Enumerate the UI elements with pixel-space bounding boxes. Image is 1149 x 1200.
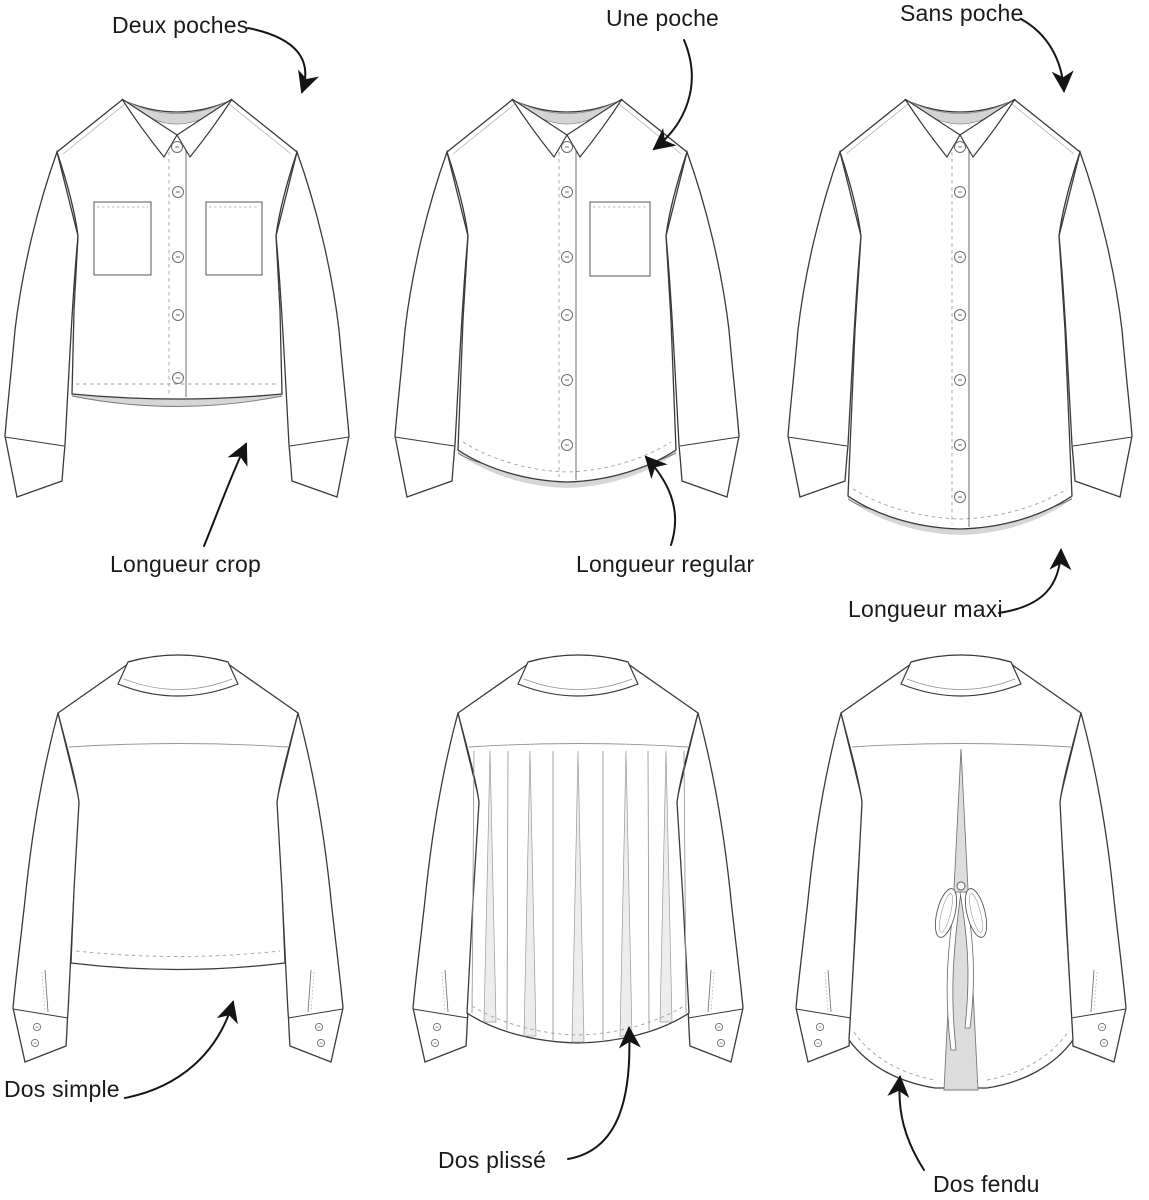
shirt-back-split-tie [796,655,1126,1091]
shirt-front-regular-one-pocket [394,99,740,498]
label-dos-fendu: Dos fendu [933,1171,1040,1197]
label-dos-plisse: Dos plissé [438,1147,547,1173]
back-tie-bow [934,881,988,1051]
chest-pocket [589,201,651,277]
chest-pocket-left [93,201,152,276]
arrow-dos-fendu [887,1075,925,1171]
arrow-deux-poches [247,27,319,94]
shirt-front-crop-two-pockets [4,99,350,498]
label-dos-simple: Dos simple [4,1076,120,1102]
shirt-front-maxi-no-pocket [787,99,1133,535]
arrow-sans-poche [1020,18,1074,93]
label-longueur-maxi: Longueur maxi [848,596,1003,622]
back-pleats [471,750,687,1043]
label-deux-poches: Deux poches [112,12,249,38]
arrow-dos-simple [124,1000,238,1099]
chest-pocket-right [205,201,263,276]
arrow-longueur-regular [644,455,677,546]
shirt-back-pleated [413,655,743,1062]
arrow-longueur-maxi [998,548,1072,614]
arrow-longueur-crop [203,442,248,547]
label-sans-poche: Sans poche [900,0,1024,26]
label-longueur-regular: Longueur regular [576,551,755,577]
arrow-dos-plisse [567,1026,641,1160]
label-une-poche: Une poche [606,5,720,31]
label-longueur-crop: Longueur crop [110,551,261,577]
arrow-une-poche [652,39,693,151]
shirt-back-simple [13,655,343,1062]
